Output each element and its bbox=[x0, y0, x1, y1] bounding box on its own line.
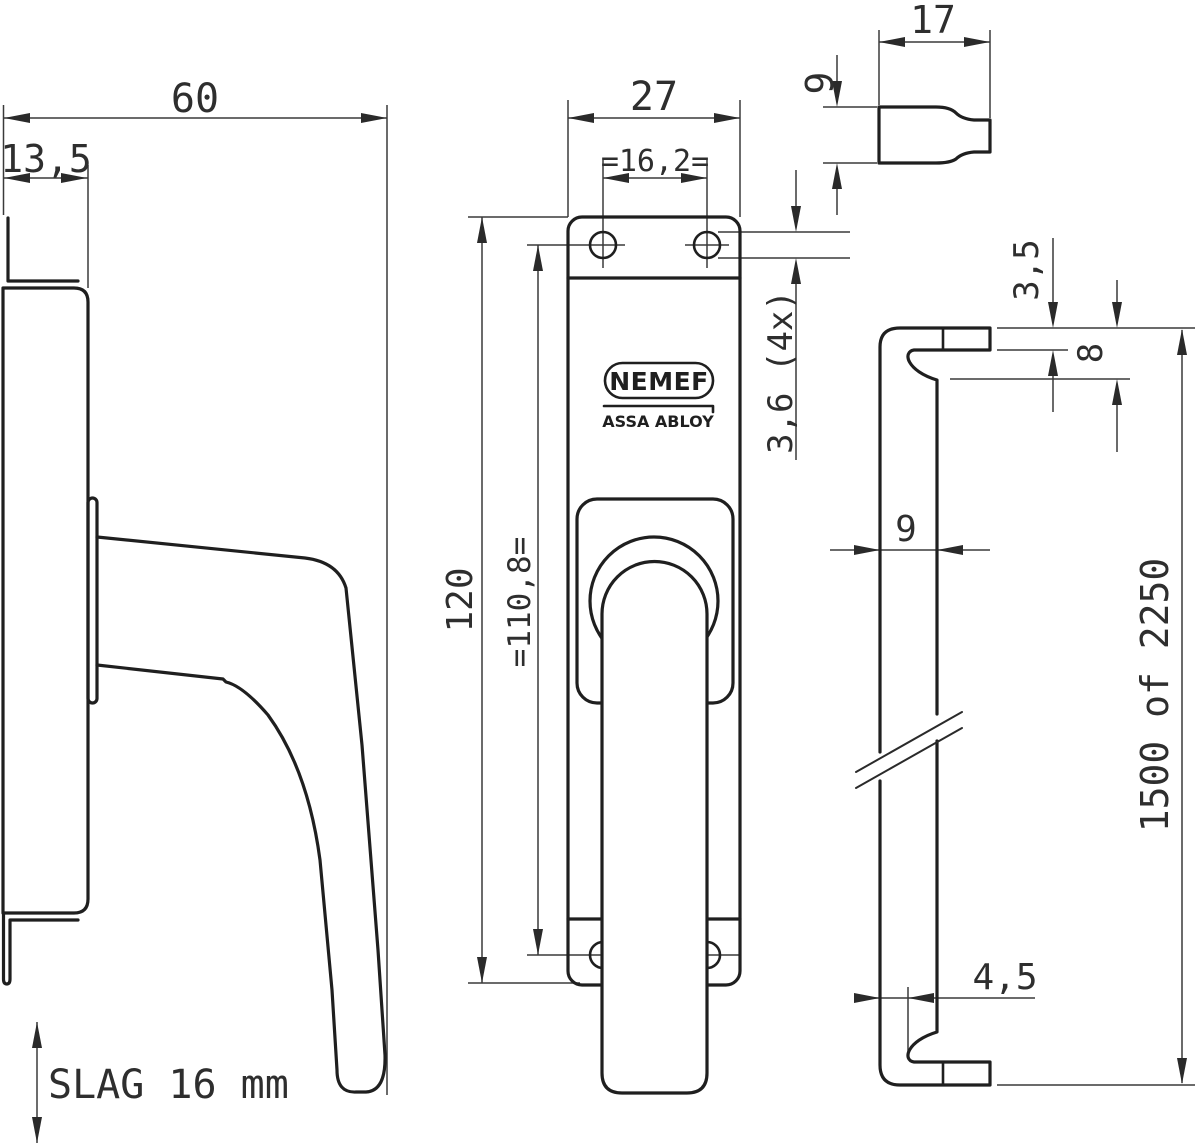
arrowhead bbox=[832, 81, 842, 107]
arrowhead bbox=[791, 206, 801, 232]
arrowhead bbox=[879, 37, 905, 47]
dim-keeper-height: 9 bbox=[798, 72, 842, 95]
dim-plate-height: 120 bbox=[440, 567, 481, 632]
dim-hole-pitch-v: =110,8= bbox=[502, 537, 538, 668]
dim-rod-length: 1500 of 2250 bbox=[1133, 558, 1177, 833]
screw-hole-top-left bbox=[588, 230, 618, 260]
arrowhead bbox=[714, 113, 740, 123]
dim-plate-width: 27 bbox=[630, 74, 678, 120]
arrowhead bbox=[1048, 302, 1058, 328]
rod-side-view: 3,5 8 9 1500 of 2250 4,5 bbox=[830, 238, 1195, 1087]
arrowhead bbox=[832, 163, 842, 189]
arrowhead bbox=[1177, 1058, 1187, 1084]
dim-hole-diameter: 3,6 (4x) bbox=[761, 290, 801, 454]
keeper-outline bbox=[877, 105, 992, 165]
rod-top-hook-side bbox=[6, 216, 80, 283]
neck-pad-side bbox=[86, 496, 99, 705]
arrowhead bbox=[964, 37, 990, 47]
arrowhead bbox=[1112, 302, 1122, 328]
arrowhead bbox=[4, 173, 30, 183]
arrowhead bbox=[791, 258, 801, 284]
rod-outline-lower bbox=[878, 739, 992, 1087]
arrowhead bbox=[32, 1117, 42, 1143]
front-view: NEMEF ASSA ABLOY 27 =16,2= 120 =110,8= 3… bbox=[440, 74, 850, 1095]
arrowhead bbox=[477, 217, 487, 243]
arrowhead bbox=[937, 545, 963, 555]
handle-grip-side bbox=[95, 535, 387, 1094]
arrowhead bbox=[533, 929, 543, 955]
dim-hole-pitch-h: =16,2= bbox=[601, 144, 709, 179]
handle-grip-front bbox=[600, 559, 709, 1095]
rod-bottom-hook-side bbox=[1, 911, 80, 986]
logo-underline bbox=[602, 404, 715, 414]
arrowhead bbox=[908, 993, 934, 1003]
keeper-top-view: 17 9 bbox=[798, 0, 992, 215]
arrowhead bbox=[32, 1022, 42, 1048]
nemef-logo-oval bbox=[603, 361, 715, 400]
arrowhead bbox=[4, 113, 30, 123]
nemef-logo-text: NEMEF bbox=[609, 367, 709, 396]
arrowhead bbox=[477, 957, 487, 983]
side-view: 60 13,5 SLAG 16 mm bbox=[0, 76, 388, 1143]
dim-keeper-width: 17 bbox=[910, 0, 956, 42]
arrowhead bbox=[681, 173, 707, 183]
screw-hole-top-right bbox=[692, 230, 722, 260]
assa-abloy-text: ASSA ABLOY bbox=[602, 412, 714, 431]
arrowhead bbox=[854, 993, 880, 1003]
arrowhead bbox=[1112, 379, 1122, 405]
arrowhead bbox=[61, 173, 87, 183]
arrowhead bbox=[1048, 350, 1058, 376]
arrowhead bbox=[1177, 329, 1187, 355]
dim-rod-width: 9 bbox=[895, 509, 917, 550]
arrowhead bbox=[361, 113, 387, 123]
dim-total-depth: 60 bbox=[171, 76, 219, 122]
dim-lip-thickness: 3,5 bbox=[1007, 239, 1047, 300]
arrowhead bbox=[603, 173, 629, 183]
rod-outline-upper bbox=[878, 326, 992, 754]
dim-hook-offset: 4,5 bbox=[972, 957, 1037, 998]
stroke-note: SLAG 16 mm bbox=[48, 1062, 289, 1108]
arrowhead bbox=[568, 113, 594, 123]
dim-hook-depth: 8 bbox=[1071, 343, 1111, 363]
dim-plate-depth: 13,5 bbox=[0, 137, 92, 181]
arrowhead bbox=[533, 245, 543, 271]
arrowhead bbox=[854, 545, 880, 555]
plate-side-outline bbox=[1, 286, 90, 915]
break-symbol bbox=[855, 711, 963, 789]
